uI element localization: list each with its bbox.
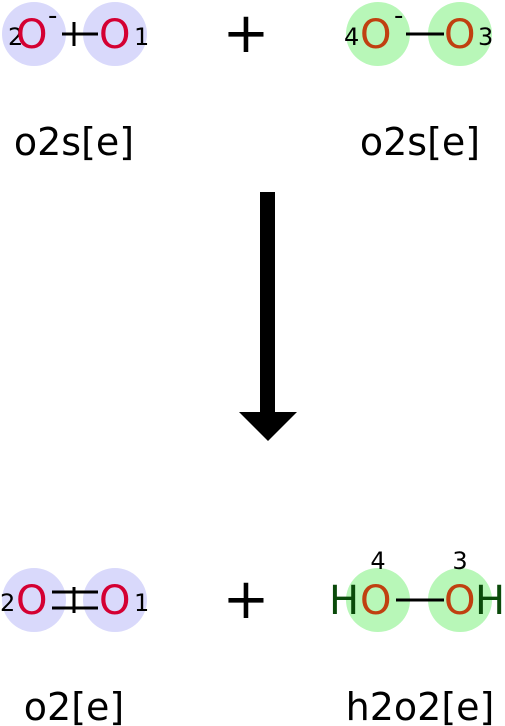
plus-sign: +: [223, 567, 270, 632]
atom-index: 3: [478, 23, 493, 51]
hydrogen-symbol: H: [475, 578, 505, 624]
atom-symbol: O: [99, 578, 130, 624]
plus-sign: +: [223, 1, 270, 66]
reactant-2-label: o2s[e]: [360, 120, 480, 164]
atom-symbol: O: [99, 12, 130, 58]
atom-highlight: [83, 568, 147, 632]
atom-highlight: [428, 2, 492, 66]
product-1-molecule: 2 O O 1: [0, 568, 149, 632]
atom-symbol: O: [360, 12, 391, 58]
atom-symbol: O: [16, 12, 47, 58]
atom-index: 4: [370, 547, 385, 575]
atom-symbol: O: [360, 578, 391, 624]
atom-highlight: [2, 2, 66, 66]
atom-highlight: [346, 2, 410, 66]
reaction-arrow: [239, 192, 297, 441]
atom-highlight: [428, 568, 492, 632]
reactant-1-molecule: 2 O - O 1: [2, 1, 149, 66]
atom-highlight: [346, 568, 410, 632]
charge-sign: -: [48, 1, 57, 31]
product-2-molecule: H O 4 O 3 H: [329, 547, 505, 632]
atom-highlight: [83, 2, 147, 66]
atom-highlight: [2, 568, 66, 632]
atom-index: 2: [0, 589, 15, 617]
arrow-shaft: [260, 192, 275, 414]
reactant-2-molecule: 4 O - O 3: [344, 1, 493, 66]
atom-index: 1: [134, 23, 149, 51]
atom-symbol: O: [16, 578, 47, 624]
hydrogen-symbol: H: [329, 578, 359, 624]
atom-index: 1: [134, 589, 149, 617]
atom-index: 3: [452, 547, 467, 575]
charge-sign: -: [394, 1, 403, 31]
arrow-head: [239, 412, 297, 441]
atom-symbol: O: [444, 578, 475, 624]
product-1-label: o2[e]: [24, 685, 124, 726]
reactant-1-label: o2s[e]: [14, 120, 134, 164]
atom-symbol: O: [444, 12, 475, 58]
product-2-label: h2o2[e]: [346, 685, 495, 726]
atom-index: 2: [8, 23, 23, 51]
atom-index: 4: [344, 23, 359, 51]
